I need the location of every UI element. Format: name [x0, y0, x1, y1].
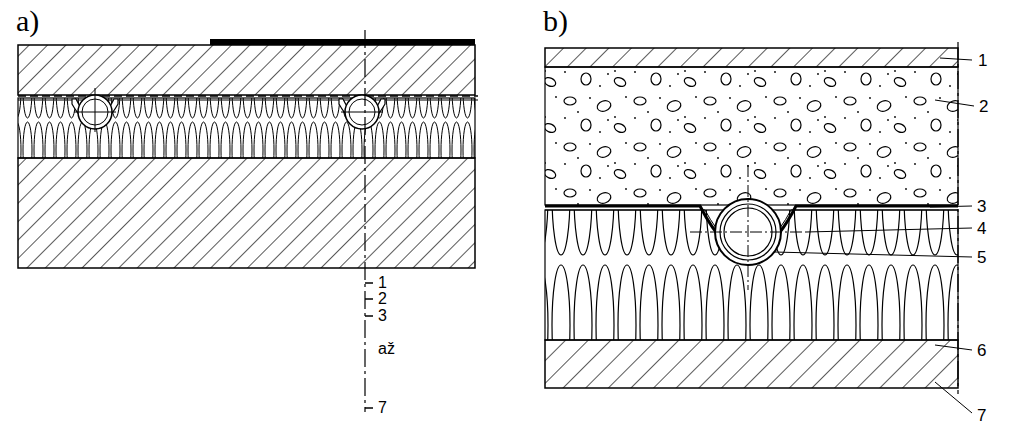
callout-number: 2: [979, 98, 988, 115]
callout-number: 5: [977, 249, 986, 266]
callout-number: 7: [378, 400, 387, 416]
callout-number: 4: [977, 220, 986, 237]
callout-number: 3: [977, 198, 986, 215]
panel-label: b): [543, 6, 568, 36]
callout-number: 7: [977, 407, 986, 424]
panel-label: a): [16, 6, 39, 36]
callout-number: 1: [378, 275, 387, 291]
callout-number: 6: [977, 342, 986, 359]
callout-number: až: [378, 341, 395, 357]
callout-number: 2: [378, 291, 387, 307]
callout-number: 1: [978, 52, 987, 69]
callout-number: 3: [378, 308, 387, 324]
